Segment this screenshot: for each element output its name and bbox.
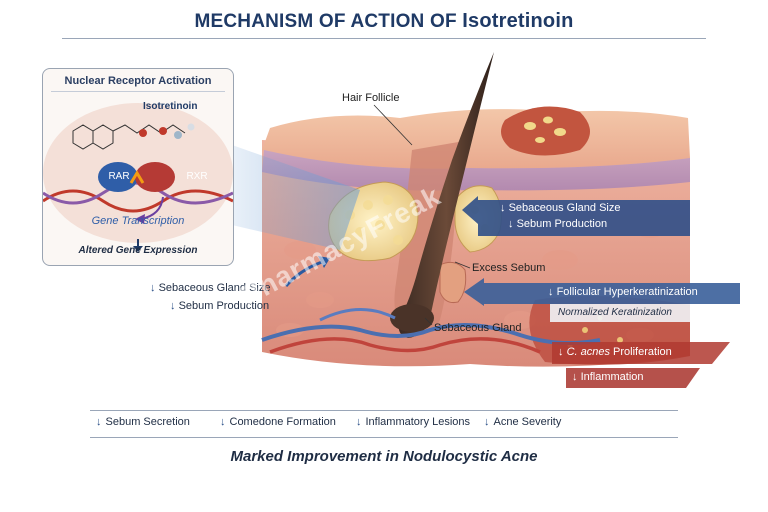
title-drug: Isotretinoin — [462, 10, 574, 32]
banner-normalized — [550, 304, 690, 322]
left-effect-gland-size: ↓ Sebaceous Gland Size — [150, 282, 271, 294]
right-effect-sebum-production: ↓ Sebum Production — [508, 218, 608, 230]
outcome-comedone-formation: ↓Comedone Formation — [220, 416, 336, 428]
outcomes-top-divider — [90, 410, 678, 411]
page-title: MECHANISM OF ACTION OF Isotretinoin — [0, 10, 768, 33]
epidermis-purple-layer — [262, 150, 690, 191]
rxr-label: RXR — [186, 171, 208, 182]
outcome-acne-severity: ↓Acne Severity — [484, 416, 562, 428]
inset-divider — [51, 91, 225, 92]
blood-vessel-blue — [261, 323, 601, 346]
rxr-receptor — [135, 162, 175, 192]
right-effect-hyperkeratinization: ↓ Follicular Hyperkeratinization — [548, 286, 698, 298]
excess-sebum-label: Excess Sebum — [472, 262, 546, 274]
down-arrow-icon: ↓ — [96, 416, 102, 428]
down-arrow-icon: ↓ — [500, 202, 506, 214]
title-divider — [62, 38, 706, 39]
down-arrow-icon: ↓ — [150, 282, 156, 294]
nuclear-receptor-illustration — [43, 103, 233, 252]
down-arrow-icon: ↓ — [572, 371, 578, 383]
outcomes-bottom-divider — [90, 437, 678, 438]
hair-shaft — [398, 52, 494, 338]
right-effect-normalized: Normalized Keratinization — [558, 307, 672, 318]
down-arrow-icon: ↓ — [484, 416, 490, 428]
blood-vessel-blue-2 — [319, 308, 396, 322]
down-arrow-icon: ↓ — [220, 416, 226, 428]
hair-follicle-label: Hair Follicle — [342, 92, 400, 104]
banner-cacnes — [552, 342, 730, 364]
blood-vessel-red — [269, 337, 541, 354]
lesion-pustules — [524, 116, 566, 143]
down-arrow-icon: ↓ — [356, 416, 362, 428]
sebaceous-gland-lower — [439, 261, 467, 303]
outcome-inflammatory-lesions: ↓Inflammatory Lesions — [356, 416, 471, 428]
rar-receptor — [98, 162, 138, 192]
outcomes-row: ↓Sebum Secretion ↓Comedone Formation ↓In… — [92, 416, 682, 434]
left-curved-arrow — [284, 260, 323, 287]
hair-bulb — [390, 304, 434, 332]
isotretinoin-molecule — [72, 124, 186, 150]
inset-panel: Nuclear Receptor Activation Isotretinoin… — [42, 68, 234, 266]
right-effect-gland-size: ↓ Sebaceous Gland Size — [500, 202, 621, 214]
conclusion-text: Marked Improvement in Nodulocystic Acne — [230, 448, 538, 465]
banner-gland — [462, 196, 690, 236]
down-arrow-icon: ↓ — [558, 346, 564, 358]
right-effect-cacnes: ↓ C. acnes Proliferation — [558, 346, 672, 358]
zoom-beam — [232, 145, 360, 250]
title-prefix: MECHANISM OF ACTION OF — [194, 11, 457, 32]
down-arrow-icon: ↓ — [170, 300, 176, 312]
molecule-label: Isotretinoin — [143, 101, 198, 112]
altered-gene-expression-label: Altered Gene Expression — [78, 245, 198, 256]
left-effect-sebum-production: ↓ Sebum Production — [170, 300, 270, 312]
banner-inflammation — [566, 368, 700, 388]
down-arrow-icon: ↓ — [548, 286, 554, 298]
sebaceous-gland-label: Sebaceous Gland — [434, 322, 522, 334]
banner-keratinization — [464, 278, 740, 306]
inflamed-lesion — [501, 106, 590, 156]
rar-label: RAR — [108, 171, 130, 182]
inset-title: Nuclear Receptor Activation — [64, 75, 212, 87]
gene-transcription-label: Gene Transcription — [91, 215, 185, 227]
outcome-sebum-secretion: ↓Sebum Secretion — [96, 416, 190, 428]
right-effect-inflammation: ↓ Inflammation — [572, 371, 644, 383]
down-arrow-icon: ↓ — [508, 218, 514, 230]
